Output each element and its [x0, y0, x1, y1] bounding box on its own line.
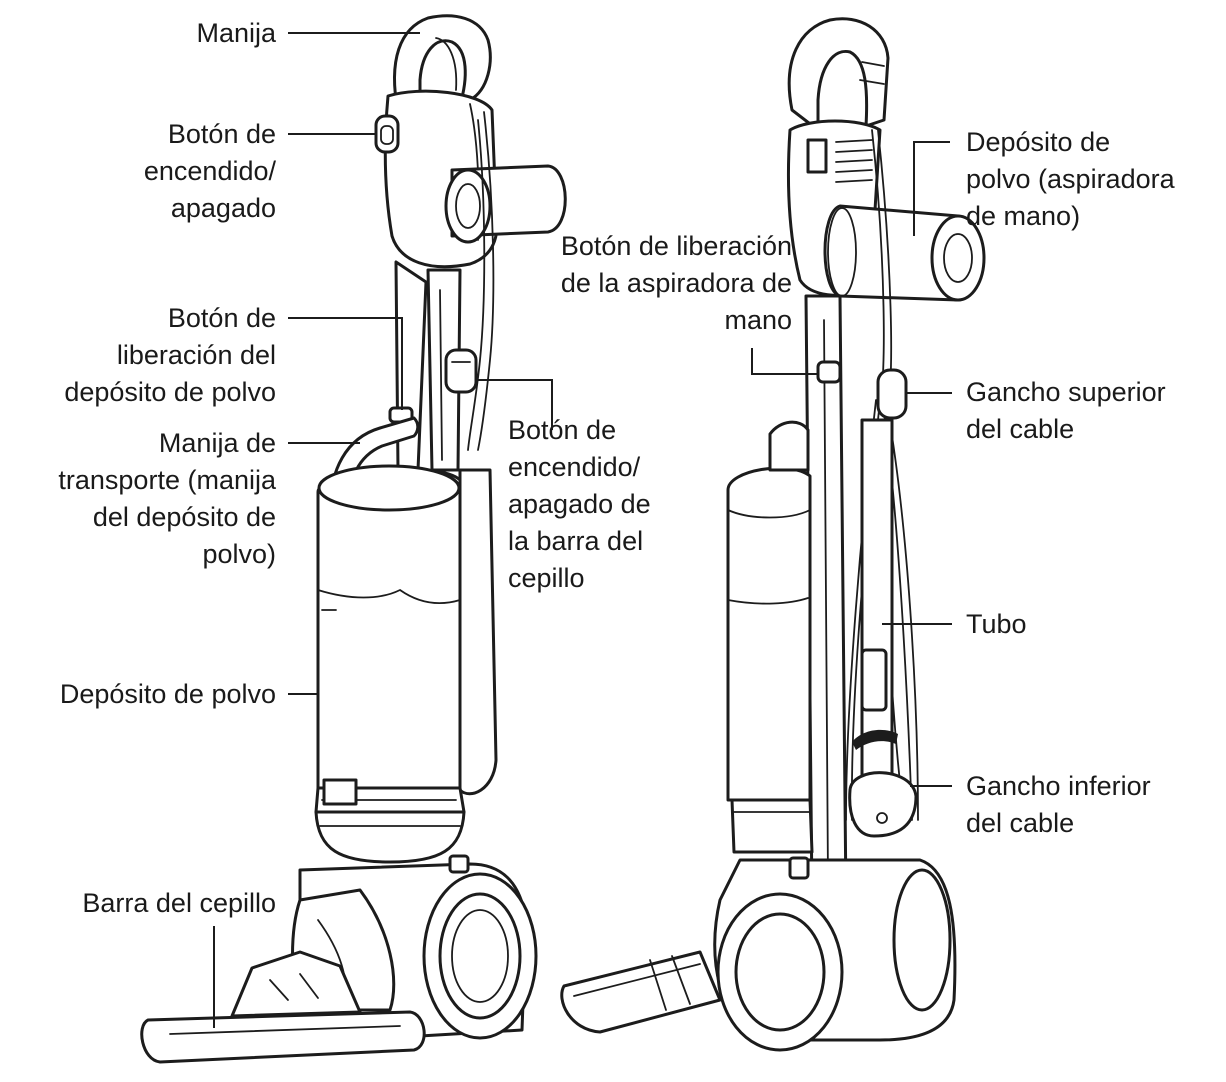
label-manija: Manija	[100, 15, 276, 52]
label-tubo: Tubo	[966, 606, 1166, 643]
leader-liberacion-deposito	[288, 318, 402, 410]
label-boton-encendido-barra: Botón de encendido/ apagado de la barra …	[508, 412, 708, 597]
label-gancho-inferior: Gancho inferior del cable	[966, 768, 1222, 842]
label-deposito-polvo: Depósito de polvo	[6, 676, 276, 713]
label-deposito-mano: Depósito de polvo (aspiradora de mano)	[966, 124, 1222, 235]
label-boton-liberacion-deposito: Botón de liberación del depósito de polv…	[6, 300, 276, 411]
label-boton-encendido: Botón de encendido/ apagado	[60, 116, 276, 227]
label-barra-cepillo: Barra del cepillo	[6, 885, 276, 922]
label-boton-liberacion-mano: Botón de liberación de la aspiradora de …	[520, 228, 792, 339]
label-gancho-superior: Gancho superior del cable	[966, 374, 1222, 448]
label-manija-transporte: Manija de transporte (manija del depósit…	[6, 425, 276, 573]
